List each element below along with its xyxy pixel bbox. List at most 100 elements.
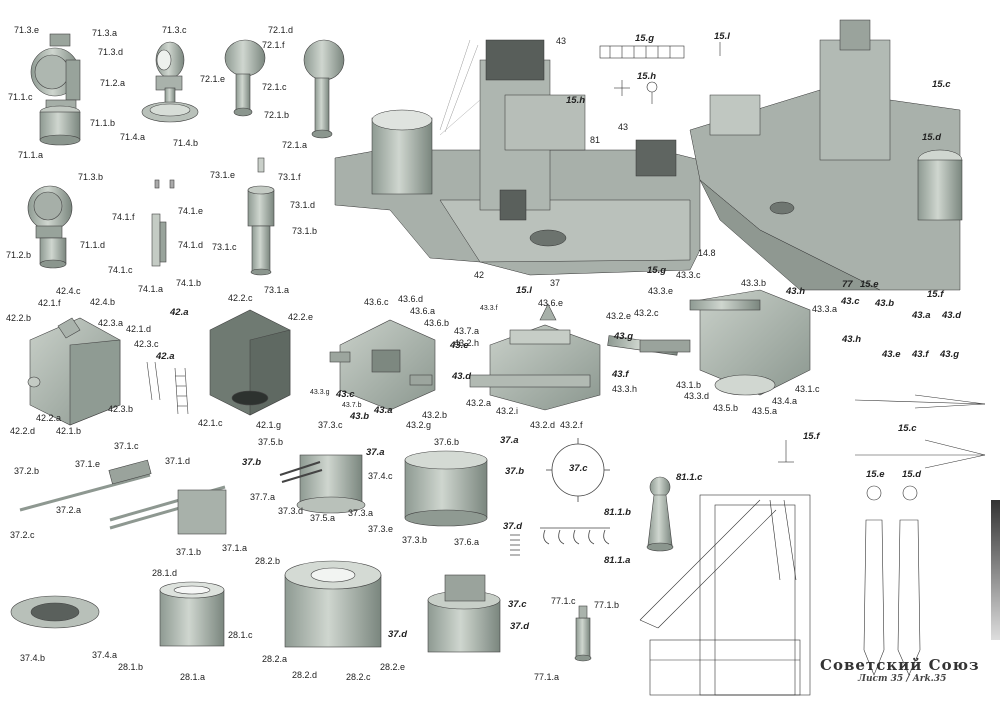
label-28-2-d: 28.2.d [292,670,318,680]
label-43-2-e: 43.2.e [606,311,632,321]
label-15-f-small: 15.f [803,431,820,442]
label-81: 81 [590,135,601,145]
label-42-1-d: 42.1.d [126,324,152,334]
part-71-searchlight-a [30,33,81,146]
label-42-1-g: 42.1.g [256,420,282,430]
label-43-a: 43.a [374,405,393,416]
label-43-6-d: 43.6.d [398,294,424,304]
label-15-l-small: 15.l [714,31,730,42]
label-14-8: 14.8 [698,248,716,258]
label-43-b: 43 [618,122,629,132]
part-71-searchlight-b [141,41,199,123]
label-42-1-f: 42.1.f [38,298,61,308]
label-43-2-d: 43.2.d [530,420,556,430]
label-77-1-c: 77.1.c [551,596,576,606]
label-73-1-a: 73.1.a [264,285,290,295]
label-37-b: 37.b [242,457,262,468]
label-42: 42 [474,270,485,280]
label-42-2-d: 42.2.d [10,426,36,436]
label-15-d-small: 15.d [902,469,922,480]
label-15-h-small: 15.h [637,71,657,82]
label-43-a-small: 43.a [912,310,931,321]
label-43-g-small: 43.g [940,349,960,360]
label-43-b-2: 43.b [350,411,370,422]
label-71-1-b: 71.1.b [90,118,116,128]
label-72-1-d: 72.1.d [268,25,294,35]
label-37-1-d: 37.1.d [165,456,191,466]
label-28-2-b: 28.2.b [255,556,281,566]
label-15-c: 15.c [932,79,951,90]
label-37-d: 37.d [388,629,408,640]
label-37-c-2: 37.c [508,599,527,610]
label-28-2-c: 28.2.c [346,672,371,682]
label-37-1-e: 37.1.e [75,459,101,469]
label-42-a: 42.a [170,307,189,318]
label-37-3-e: 37.3.e [368,524,394,534]
label-43-c: 43.c [336,389,355,400]
part-15g-rail [599,42,721,104]
label-72-1-c: 72.1.c [262,82,287,92]
label-37-2-c: 37.2.c [10,530,35,540]
label-42-2-b: 42.2.b [6,313,32,323]
label-42-3-b: 42.3.b [108,404,134,414]
label-15-e: 15.e [860,279,879,290]
label-28-2-e: 28.2.e [380,662,406,672]
label-28-1-d: 28.1.d [152,568,178,578]
label-43-5-a: 43.5.a [752,406,778,416]
label-42-4-c: 42.4.c [56,286,81,296]
label-43-4-a: 43.4.a [772,396,798,406]
label-37-5-a: 37.5.a [310,513,336,523]
label-15-e-small: 15.e [866,469,885,480]
label-37-c-small: 37.c [569,463,588,474]
label-71-4-b: 71.4.b [173,138,199,148]
label-43-3-g: 43.3.g [310,389,330,396]
part-74-mast [151,179,175,267]
label-37-3-c: 37.3.c [318,420,343,430]
label-77-1-a: 77.1.a [534,672,560,682]
label-71-3-d: 71.3.d [98,47,124,57]
part-43-guns [607,289,811,396]
label-43-top: 43 [556,36,567,46]
label-37-d-2: 37.d [510,621,530,632]
label-43-1-c: 43.1.c [795,384,820,394]
part-73-director [247,157,275,276]
label-71-3-e: 71.3.e [14,25,40,35]
label-74-1-b: 74.1.b [176,278,202,288]
label-28-1-b: 28.1.b [118,662,144,672]
label-43-3-e: 43.3.e [648,286,674,296]
label-43-6-a: 43.6.a [410,306,436,316]
label-73-1-e: 73.1.e [210,170,236,180]
label-37-d-small: 37.d [503,521,523,532]
label-42-3-c: 42.3.c [134,339,159,349]
label-43-c-small: 43.c [841,296,860,307]
part-81-mast [646,476,674,552]
label-15-g: 15.g [647,265,667,276]
label-72-1-b: 72.1.b [264,110,290,120]
label-43-2-g: 43.2.g [406,420,432,430]
sheet-subtitle: Лист 35 / Ark.35 [858,674,947,684]
label-37-1-a: 37.1.a [222,543,248,553]
label-71-4-a: 71.4.a [120,132,146,142]
label-37-1-b: 37.1.b [176,547,202,557]
part-43-turrets [329,303,601,411]
label-37-7-a: 37.7.a [250,492,276,502]
label-43-d-small: 43.d [942,310,962,321]
label-43-6-c: 43.6.c [364,297,389,307]
label-15-f: 15.f [927,289,944,300]
label-43-2-h: 43.2.h [454,338,480,348]
label-15-c-small: 15.c [898,423,917,434]
label-15-h: 15.h [566,95,586,106]
label-43-2-f: 43.2.f [560,420,583,430]
label-42-1-b: 42.1.b [56,426,82,436]
label-73-1-f: 73.1.f [278,172,301,182]
part-42a-ladders [146,361,189,415]
label-71-2-b: 71.2.b [6,250,32,260]
label-43-b-small: 43.b [875,298,895,309]
label-37-4-b: 37.4.b [20,653,46,663]
part-72-lamps [224,39,345,139]
label-43-3-b: 43.3.b [741,278,767,288]
label-71-3-c: 71.3.c [162,25,187,35]
label-42-2-a: 42.2.a [36,413,62,423]
